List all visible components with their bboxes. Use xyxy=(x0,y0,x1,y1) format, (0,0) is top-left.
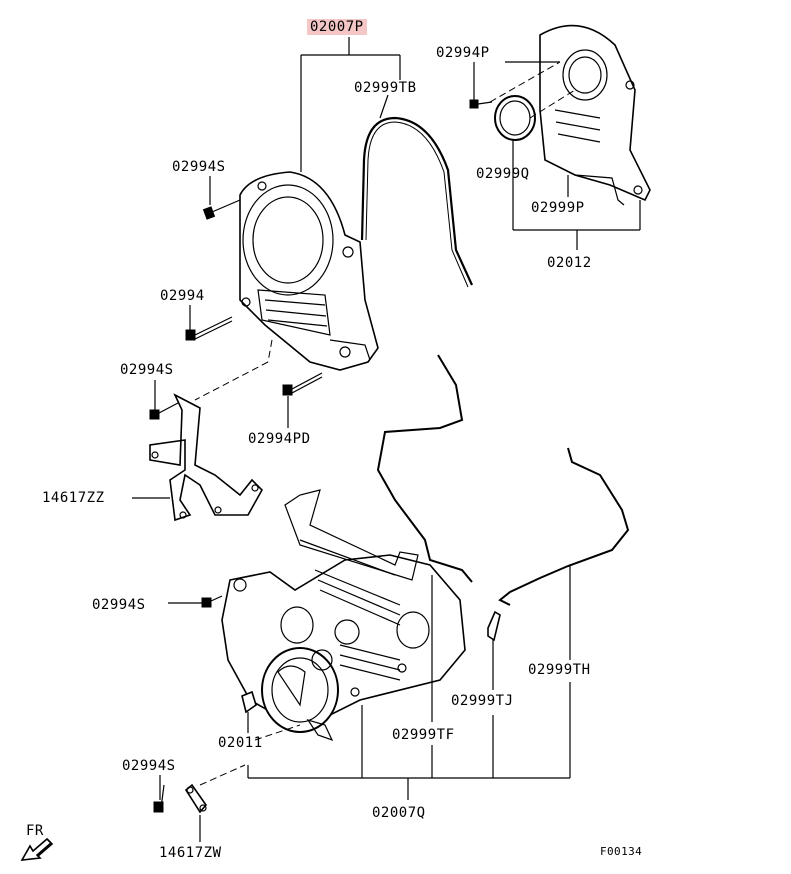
cover-seal-02999TB[interactable] xyxy=(360,116,474,286)
inner-cover-02012[interactable] xyxy=(539,24,651,206)
seal-02999TH[interactable] xyxy=(498,447,630,606)
callout-02994S-lower[interactable]: 02994S xyxy=(92,597,146,613)
callout-02011[interactable]: 02011 xyxy=(218,735,263,751)
callout-02994S-upper[interactable]: 02994S xyxy=(172,159,226,175)
callout-02994[interactable]: 02994 xyxy=(160,288,205,304)
plug-02011[interactable] xyxy=(241,690,257,714)
seal-02999TF[interactable] xyxy=(376,354,473,583)
callout-02999TB[interactable]: 02999TB xyxy=(354,80,417,96)
callout-02994S-bracket[interactable]: 02994S xyxy=(120,362,174,378)
bracket-14617ZZ[interactable] xyxy=(149,393,263,522)
lower-timing-belt-cover[interactable] xyxy=(221,489,466,733)
bolt-02994S-upper[interactable] xyxy=(202,199,241,220)
callout-02994PD[interactable]: 02994PD xyxy=(248,431,311,447)
o-ring-02999Q[interactable] xyxy=(494,95,536,141)
callout-02999TH[interactable]: 02999TH xyxy=(528,662,591,678)
bolt-02994P[interactable] xyxy=(469,99,493,109)
callout-02999Q[interactable]: 02999Q xyxy=(476,166,530,182)
front-direction-arrow-icon xyxy=(20,837,54,861)
callout-02999P[interactable]: 02999P xyxy=(531,200,585,216)
bolt-02994PD[interactable] xyxy=(282,372,323,396)
bolt-02994S-lower-cover[interactable] xyxy=(201,595,223,608)
bracket-14617ZW[interactable] xyxy=(184,783,208,814)
diagram-code: F00134 xyxy=(600,845,643,858)
callout-02999TF[interactable]: 02999TF xyxy=(392,727,455,743)
bolt-02994[interactable] xyxy=(185,316,233,341)
leader-lines xyxy=(132,37,641,842)
upper-timing-belt-cover[interactable] xyxy=(239,171,379,371)
direction-label: FR xyxy=(26,823,44,839)
callout-14617ZW[interactable]: 14617ZW xyxy=(159,845,222,861)
callout-02007Q[interactable]: 02007Q xyxy=(372,805,426,821)
callout-02994P[interactable]: 02994P xyxy=(436,45,490,61)
callout-02994S-bottom[interactable]: 02994S xyxy=(122,758,176,774)
callout-02012[interactable]: 02012 xyxy=(547,255,592,271)
callout-14617ZZ[interactable]: 14617ZZ xyxy=(42,490,105,506)
callout-02999TJ[interactable]: 02999TJ xyxy=(451,693,514,709)
bolt-02994S-bracket[interactable] xyxy=(149,402,179,420)
bolt-02994S-bottom[interactable] xyxy=(153,784,165,813)
seal-02999TJ[interactable] xyxy=(487,610,501,642)
callout-02007P[interactable]: 02007P xyxy=(307,19,367,35)
